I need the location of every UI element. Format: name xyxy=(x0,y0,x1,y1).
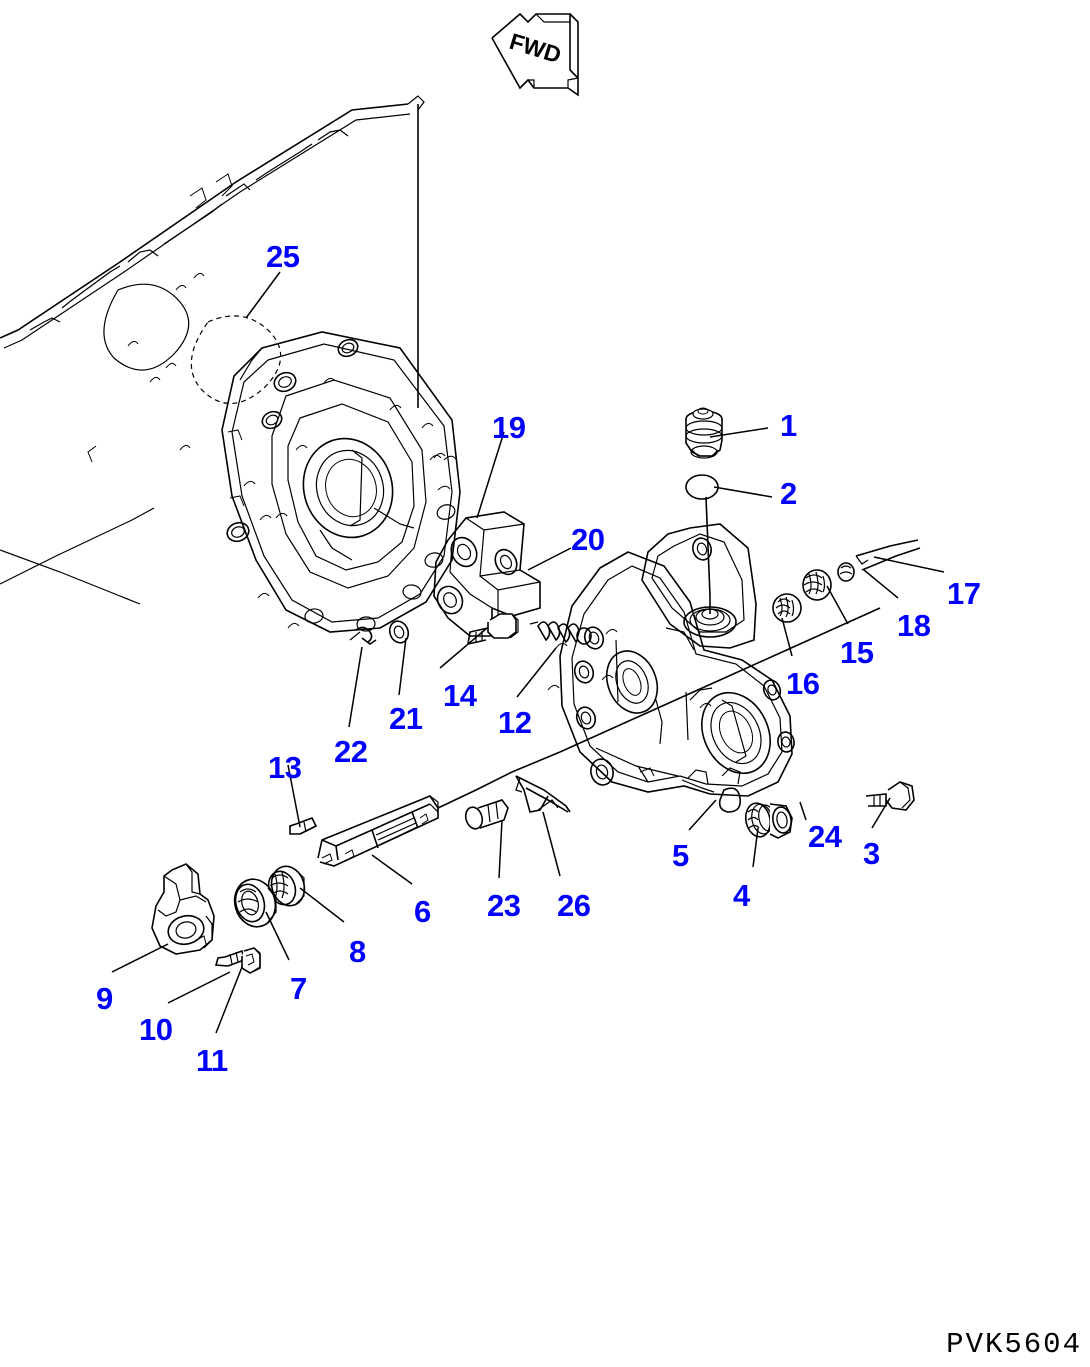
part-23-plug xyxy=(463,800,508,831)
callout-label-21: 21 xyxy=(389,701,423,736)
part-26-clamp-bracket xyxy=(516,776,570,812)
callout-label-4: 4 xyxy=(733,878,750,913)
part-2-cap-plug xyxy=(686,475,718,614)
callout-label-8: 8 xyxy=(349,934,366,969)
leader-line-10 xyxy=(168,972,230,1003)
leader-line-16 xyxy=(782,618,792,656)
leader-line-8 xyxy=(300,888,344,922)
leader-line-25 xyxy=(246,272,280,318)
callout-leader-lines xyxy=(112,272,944,1033)
left-housing xyxy=(222,332,460,632)
leader-line-6 xyxy=(372,855,412,884)
callout-label-12: 12 xyxy=(498,705,532,740)
leader-line-21 xyxy=(399,638,406,695)
callout-label-11: 11 xyxy=(196,1043,228,1078)
part-16-spring-ball xyxy=(773,594,801,622)
callout-label-15: 15 xyxy=(840,635,874,670)
part-18-wire-pin-short xyxy=(838,563,854,581)
part-7-spring-washer xyxy=(229,874,281,931)
callout-label-14: 14 xyxy=(443,678,477,713)
svg-text:FWD: FWD xyxy=(507,28,565,68)
part-13-pin xyxy=(290,818,316,834)
callout-label-9: 9 xyxy=(96,981,113,1016)
leader-line-1 xyxy=(710,428,768,437)
part-24-drain-plug-body xyxy=(743,801,793,839)
leader-line-18 xyxy=(864,570,898,598)
part-12-spring xyxy=(530,622,591,644)
callout-label-2: 2 xyxy=(780,476,797,511)
part-15-ball xyxy=(803,570,831,600)
callout-label-24: 24 xyxy=(808,819,842,854)
leader-line-14 xyxy=(440,628,487,668)
part-10-bolt-small xyxy=(216,951,244,966)
leader-line-2 xyxy=(714,487,772,497)
callout-label-16: 16 xyxy=(786,666,820,701)
fwd-marker-icon: FWD xyxy=(492,14,578,95)
part-17-wire-pin-long xyxy=(856,540,920,570)
leader-line-19 xyxy=(477,432,504,518)
chassis-frame xyxy=(0,96,424,604)
part-9-shift-fork xyxy=(152,864,214,954)
leader-line-4 xyxy=(753,828,758,867)
leader-line-12 xyxy=(517,648,556,697)
leader-line-3 xyxy=(872,798,890,828)
leader-line-24 xyxy=(800,802,806,820)
leader-line-7 xyxy=(266,912,289,960)
part-19-bracket xyxy=(433,512,540,636)
leader-line-5 xyxy=(689,800,716,830)
callout-label-5: 5 xyxy=(672,838,689,873)
part-6-shift-shaft xyxy=(318,608,880,866)
leader-line-23 xyxy=(499,820,502,878)
callout-label-17: 17 xyxy=(947,576,981,611)
leader-line-26 xyxy=(543,812,560,876)
callout-label-1: 1 xyxy=(780,408,797,443)
leader-line-11 xyxy=(216,967,242,1033)
part-21-o-ring xyxy=(387,619,411,646)
part-20-transfer-case-housing xyxy=(548,524,796,796)
callout-label-25: 25 xyxy=(266,239,300,274)
callout-label-23: 23 xyxy=(487,888,521,923)
callout-label-7: 7 xyxy=(290,971,307,1006)
callout-label-18: 18 xyxy=(897,608,931,643)
part-code: PVK5604 xyxy=(946,1328,1082,1361)
callout-label-19: 19 xyxy=(492,410,526,445)
part-3-bolt xyxy=(866,782,914,810)
part-5-gasket-washer xyxy=(720,788,741,812)
part-14-bolt xyxy=(468,614,518,644)
callout-label-3: 3 xyxy=(863,836,880,871)
leader-line-15 xyxy=(827,586,848,624)
leader-line-22 xyxy=(349,647,362,727)
part-25-gasket-cover xyxy=(191,316,280,404)
leader-line-17 xyxy=(874,557,944,572)
leader-line-9 xyxy=(112,944,168,972)
callout-label-6: 6 xyxy=(414,894,431,929)
leader-line-20 xyxy=(528,548,571,570)
leader-line-13 xyxy=(288,765,300,827)
callout-label-26: 26 xyxy=(557,888,591,923)
callout-label-22: 22 xyxy=(334,734,368,769)
part-11-nut xyxy=(242,948,260,973)
callout-label-13: 13 xyxy=(268,750,302,785)
callout-label-20: 20 xyxy=(571,522,605,557)
part-22-snap-ring xyxy=(350,627,376,644)
callout-label-10: 10 xyxy=(139,1012,173,1047)
part-1-breather-plug xyxy=(686,408,722,458)
